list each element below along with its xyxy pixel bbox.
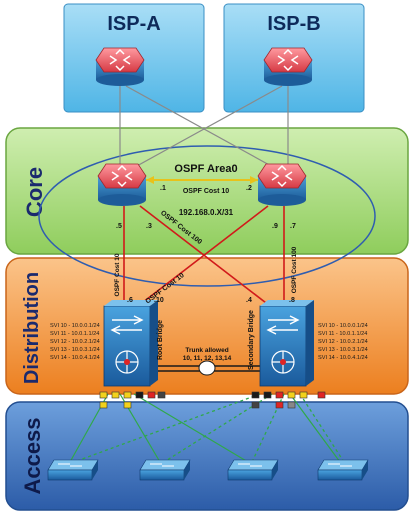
svi-list-left: SVI 10 - 10.0.0.1/24 SVI 11 - 10.0.1.1/2… [50, 323, 100, 361]
trunk-link [152, 360, 262, 376]
distribution-layer-label: Distribution [21, 272, 43, 384]
ip-dist-left-10: .10 [154, 297, 164, 304]
svi-left-item: SVI 10 - 10.0.0.1/24 [50, 323, 100, 329]
left-vertical-cost-label: OSPF Cost 10 [114, 253, 121, 296]
svi-left-item: SVI 12 - 10.0.2.1/24 [50, 339, 100, 345]
trunk-allowed-label: Trunk allowed [185, 347, 228, 354]
isp-a-router-icon [95, 47, 145, 86]
access-switch-2-icon [139, 459, 191, 481]
isp-uplinks [119, 85, 289, 173]
ip-dist-right-4: .4 [246, 297, 252, 304]
ip-core-right-9: .9 [272, 223, 278, 230]
right-vertical-cost-label: OSPF Cost 100 [291, 246, 298, 293]
svi-left-item: SVI 11 - 10.0.1.1/24 [50, 331, 99, 337]
ip-core-right-7: .7 [290, 223, 296, 230]
svi-right-item: SVI 13 - 10.0.3.1/24 [318, 347, 368, 353]
ip-dist-left-6: .6 [127, 297, 133, 304]
ip-core-left-5: .5 [116, 223, 122, 230]
ip-core-right-2: .2 [246, 185, 252, 192]
core-peer-cost-label: OSPF Cost 10 [183, 188, 229, 195]
ip-core-left-3: .3 [146, 223, 152, 230]
core-distribution-links [123, 205, 285, 307]
distribution-left-switch-icon [103, 300, 158, 387]
access-switch-4-icon [317, 459, 369, 481]
access-panel [5, 401, 409, 511]
access-switch-3-icon [227, 459, 279, 481]
core-left-router-icon [97, 163, 147, 206]
core-right-router-icon [257, 163, 307, 206]
ospf-area-label: OSPF Area0 [174, 163, 237, 175]
root-bridge-label: Root Bridge [157, 320, 164, 360]
core-layer-label: Core [22, 167, 47, 217]
svi-list-right: SVI 10 - 10.0.0.1/24 SVI 11 - 10.0.1.1/2… [318, 323, 368, 361]
svi-right-item: SVI 10 - 10.0.0.1/24 [318, 323, 368, 329]
svi-right-item: SVI 14 - 10.0.4.1/24 [318, 355, 368, 361]
isp-b-title: ISP-B [267, 13, 320, 35]
ospf-area-ellipse [38, 145, 376, 287]
svi-right-item: SVI 11 - 10.0.1.1/24 [318, 331, 367, 337]
isp-a-title: ISP-A [107, 13, 160, 35]
svi-right-item: SVI 12 - 10.0.2.1/24 [318, 339, 368, 345]
core-peer-link [146, 176, 258, 184]
access-switch-1-icon [47, 459, 99, 481]
core-subnet-label: 192.168.0.X/31 [179, 208, 234, 217]
secondary-bridge-label: Secondary Bridge [248, 310, 255, 370]
svi-left-item: SVI 13 - 10.0.3.1/24 [50, 347, 100, 353]
ip-dist-right-8: .8 [289, 297, 295, 304]
access-layer-label: Access [20, 417, 45, 494]
distribution-right-switch-icon [259, 300, 314, 387]
isp-b-router-icon [263, 47, 313, 86]
svi-left-item: SVI 14 - 10.0.4.1/24 [50, 355, 100, 361]
trunk-vlans-label: 10, 11, 12, 13,14 [183, 355, 232, 362]
port-markers [99, 391, 326, 409]
ip-core-left-1: .1 [160, 185, 166, 192]
